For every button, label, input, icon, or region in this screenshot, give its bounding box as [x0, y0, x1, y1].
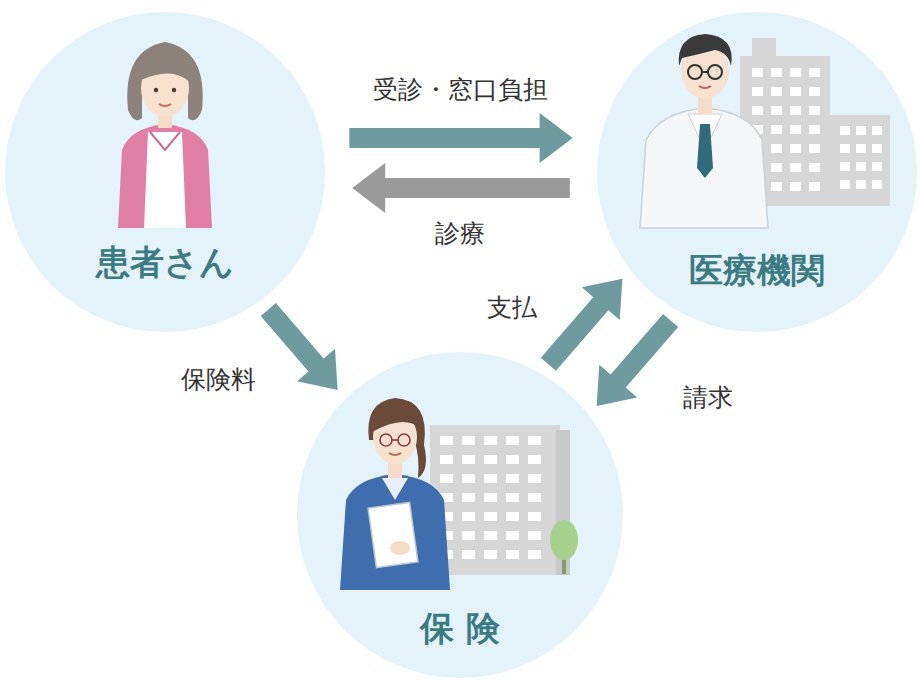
edge-label: 保険料: [181, 365, 256, 395]
edge-label: 請求: [683, 383, 733, 413]
block-arrow: [261, 303, 338, 390]
insurance-figure: [340, 398, 450, 590]
node-title: 保 険: [297, 608, 623, 649]
insurance-building: [430, 425, 578, 575]
block-arrow: [597, 314, 679, 406]
edge-label: 支払: [487, 293, 537, 323]
node-title: 医療機関: [597, 250, 917, 291]
block-arrow: [349, 113, 572, 163]
edge-label: 診療: [435, 219, 485, 249]
block-arrow: [541, 279, 623, 371]
doctor-figure: [640, 34, 768, 228]
edge-label: 受診・窓口負担: [373, 75, 548, 105]
patient-figure: [118, 42, 212, 228]
node-title: 患者さん: [5, 242, 325, 283]
block-arrow: [352, 163, 570, 213]
